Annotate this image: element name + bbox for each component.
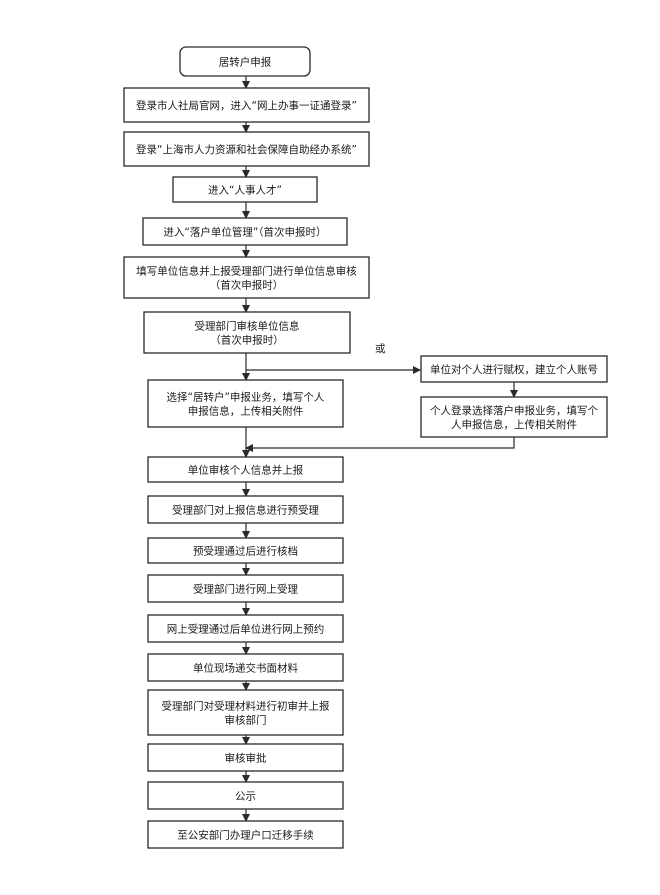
flow-node-box — [147, 743, 344, 772]
flow-node-text: 至公安部门办理户口迁移手续 — [177, 829, 314, 842]
flow-node-archive: 预受理通过后进行核档 — [147, 537, 344, 564]
flow-node-reviewunit: 受理部门审核单位信息（首次申报时） — [143, 311, 351, 354]
flow-node-police: 至公安部门办理户口迁移手续 — [147, 820, 344, 849]
flow-node-box — [147, 614, 344, 643]
flow-node-fillunit: 填写单位信息并上报受理部门进行单位信息审核（首次申报时） — [123, 256, 370, 299]
flow-node-box — [172, 176, 318, 203]
flow-node-unitreview: 单位审核个人信息并上报 — [147, 456, 344, 483]
flow-node-box — [123, 256, 370, 299]
flow-node-box — [147, 820, 344, 849]
flow-node-text: 单位审核个人信息并上报 — [188, 464, 304, 477]
flow-node-text: 进入“落户单位管理”（首次申报时） — [163, 226, 326, 239]
flow-node-box — [147, 653, 344, 682]
flow-node-online: 受理部门进行网上受理 — [147, 574, 344, 603]
flow-node-text-line: 人申报信息，上传相关附件 — [451, 418, 577, 431]
flow-edge-personal-to-unitreview — [245, 437, 515, 452]
flow-node-unitmgmt: 进入“落户单位管理”（首次申报时） — [142, 217, 348, 246]
flow-node-text: 登录“上海市人力资源和社会保障自助经办系统” — [136, 143, 357, 156]
flow-node-text: 公示 — [235, 791, 256, 803]
flow-node-preaccept: 受理部门对上报信息进行预受理 — [147, 495, 344, 524]
flow-node-box — [147, 689, 344, 736]
flow-node-text: 居转户申报 — [219, 56, 272, 69]
flow-node-text-line: （首次申报时） — [210, 334, 284, 347]
flow-node-box — [147, 781, 344, 810]
flow-node-box — [420, 355, 608, 383]
flow-node-publicity: 公示 — [147, 781, 344, 810]
flow-node-box — [147, 495, 344, 524]
flow-node-text: 单位对个人进行赋权，建立个人账号 — [430, 363, 598, 376]
flow-node-start: 居转户申报 — [179, 46, 311, 77]
flow-node-box — [142, 217, 348, 246]
flow-node-text: 进入“人事人才” — [208, 184, 282, 197]
flow-node-box — [147, 456, 344, 483]
flow-node-box — [147, 537, 344, 564]
flow-node-appoint: 网上受理通过后单位进行网上预约 — [147, 614, 344, 643]
flow-node-text-line: 受理部门对受理材料进行初审并上报 — [162, 700, 330, 713]
flow-node-box — [123, 87, 370, 123]
flow-node-text-line: （首次申报时） — [210, 279, 284, 292]
flow-node-authorize: 单位对个人进行赋权，建立个人账号 — [420, 355, 608, 383]
flow-node-text: 登录市人社局官网，进入“网上办事一证通登录” — [136, 99, 357, 112]
flow-node-box — [123, 131, 370, 167]
flow-node-text-line: 受理部门审核单位信息 — [195, 320, 300, 333]
branch-label: 或 — [375, 343, 386, 355]
flow-node-text: 审核审批 — [225, 752, 267, 765]
flow-node-text-line: 申报信息，上传相关附件 — [188, 405, 304, 418]
flow-node-text: 受理部门对上报信息进行预受理 — [172, 504, 319, 517]
flow-node-box — [147, 379, 344, 428]
flowchart-edges — [242, 76, 518, 822]
flow-node-box — [147, 574, 344, 603]
flow-node-text-line: 填写单位信息并上报受理部门进行单位信息审核 — [136, 265, 357, 278]
flow-node-talent: 进入“人事人才” — [172, 176, 318, 203]
flow-node-approve: 审核审批 — [147, 743, 344, 772]
flow-node-box — [179, 46, 311, 77]
flow-node-text: 受理部门进行网上受理 — [193, 583, 298, 596]
flow-node-submit: 单位现场递交书面材料 — [147, 653, 344, 682]
flow-node-system: 登录“上海市人力资源和社会保障自助经办系统” — [123, 131, 370, 167]
flow-node-text-line: 审核部门 — [225, 714, 267, 727]
flow-node-text-line: 个人登录选择落户申报业务，填写个 — [430, 404, 598, 417]
flow-node-text-line: 选择“居转户”申报业务，填写个人 — [167, 391, 325, 404]
flow-node-box — [420, 396, 608, 438]
flow-node-text: 单位现场递交书面材料 — [193, 662, 298, 675]
flow-node-text: 网上受理通过后单位进行网上预约 — [167, 623, 325, 636]
flow-node-login: 登录市人社局官网，进入“网上办事一证通登录” — [123, 87, 370, 123]
flow-node-box — [143, 311, 351, 354]
flow-node-text: 预受理通过后进行核档 — [193, 545, 298, 558]
